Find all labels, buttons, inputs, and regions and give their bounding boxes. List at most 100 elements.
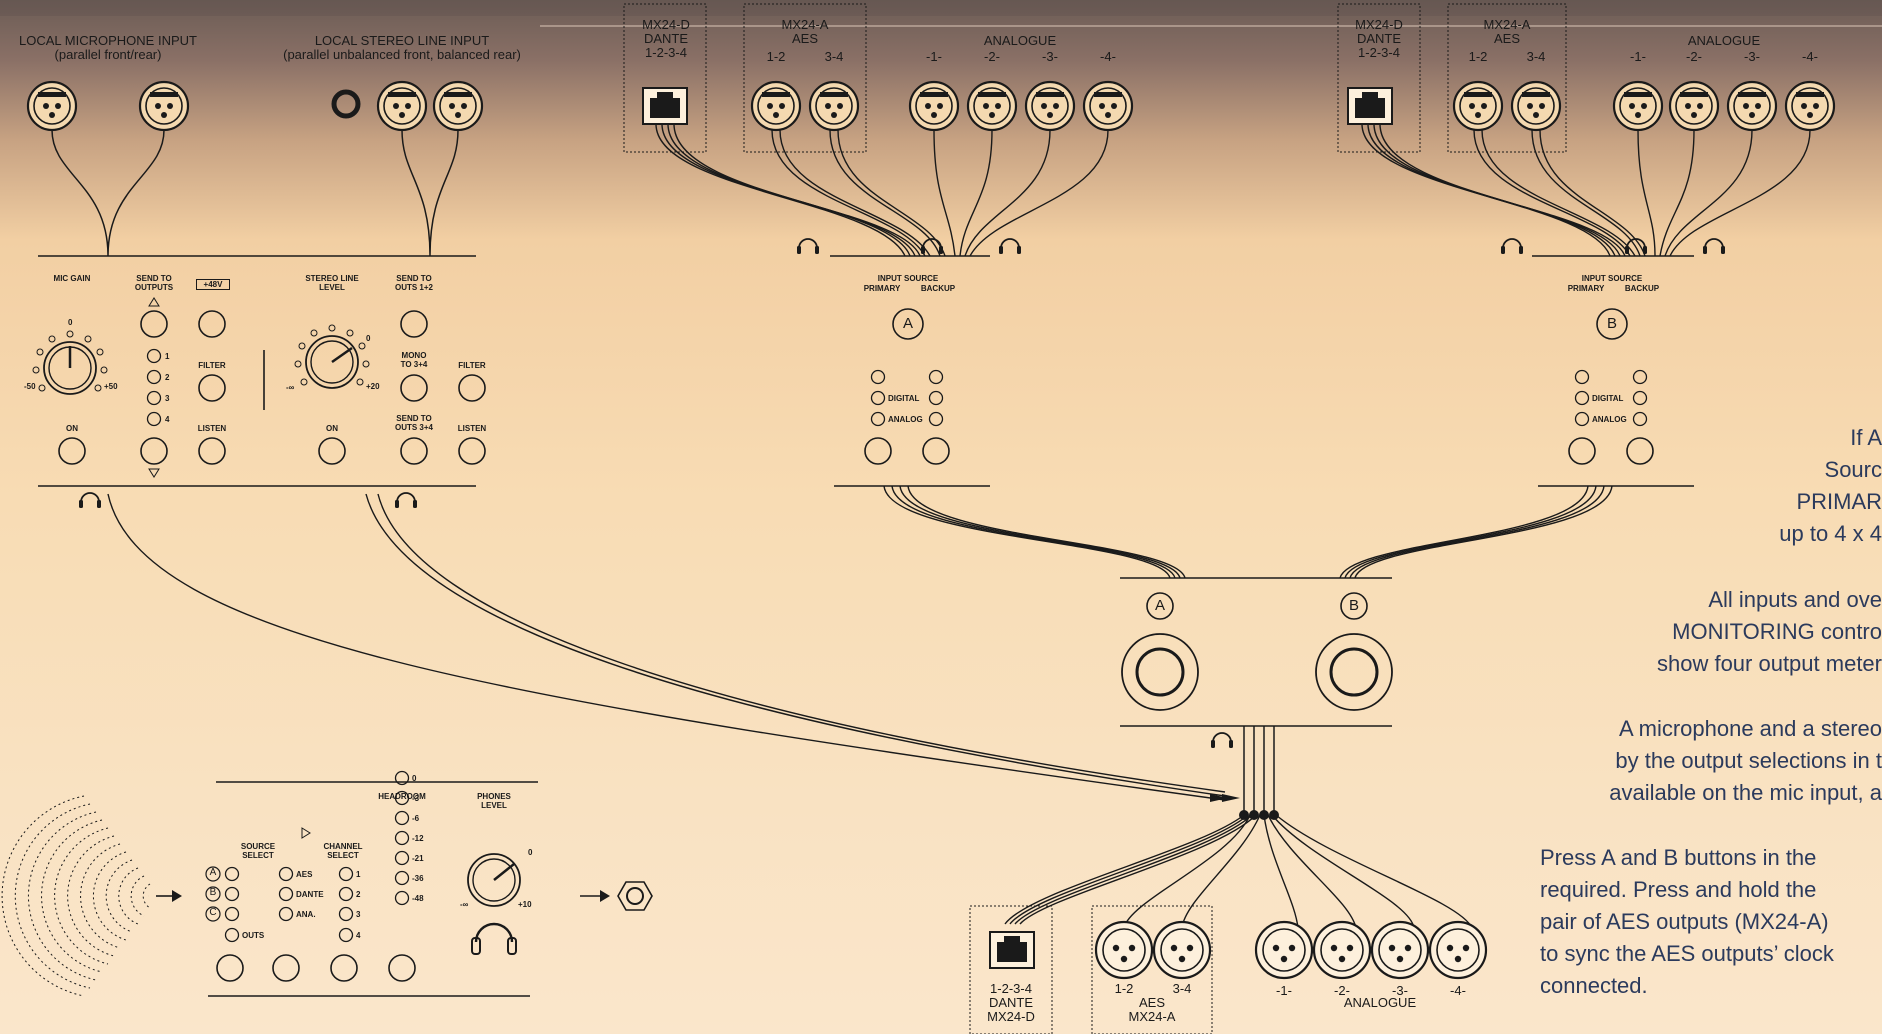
input-arrow-icon <box>156 890 182 902</box>
headphone-a-1-icon <box>796 238 820 255</box>
source-letter-c: C <box>209 907 217 918</box>
send-to-outs-1-2-button[interactable] <box>400 310 428 338</box>
outs-led <box>224 927 240 943</box>
input-source-b-select[interactable] <box>1596 308 1628 340</box>
line-level-min-label: -∞ <box>286 383 295 392</box>
aes-output-label: AES MX24-A <box>1128 995 1176 1024</box>
phones-level-label: PHONES LEVEL <box>477 792 511 810</box>
analogue-b-2-connector <box>1668 80 1720 132</box>
mic-gain-min-label: -50 <box>24 382 36 391</box>
output-arrow-icon <box>580 890 610 902</box>
source-b-digital-led <box>1574 390 1590 406</box>
source-b-backup-button[interactable] <box>1626 437 1654 465</box>
phones-min-label: -∞ <box>460 900 469 909</box>
format-aes-label: AES <box>296 870 313 879</box>
out-number-2: 2 <box>165 373 170 382</box>
format-analogue-label: ANA. <box>296 910 316 919</box>
channel-2-led <box>338 886 354 902</box>
phones-level-knob[interactable] <box>467 853 521 907</box>
monitor-a-button[interactable] <box>1121 633 1199 711</box>
stereo-line-level-knob[interactable] <box>305 335 359 389</box>
output-4-led <box>146 411 162 427</box>
headroom-button[interactable] <box>388 954 416 982</box>
input-source-a-backup-label: BACKUP <box>920 284 956 293</box>
phones-headphone-icon <box>471 922 517 955</box>
phones-max-label: +10 <box>518 900 532 909</box>
mic-gain-max-label: +50 <box>104 382 118 391</box>
mic-listen-button[interactable] <box>198 437 226 465</box>
source-select-label: SOURCE SELECT <box>240 842 276 860</box>
input-source-a-select[interactable] <box>892 308 924 340</box>
mono-to-3-4-button[interactable] <box>400 374 428 402</box>
headroom-6-led <box>394 810 410 826</box>
outs-label: OUTS <box>242 931 265 940</box>
analogue-output-port-1-label: -1- <box>1276 983 1292 998</box>
headroom-value-0: 0 <box>412 774 417 783</box>
source-c-led <box>224 906 240 922</box>
source-b-digital-backup-led <box>1632 390 1648 406</box>
mic-gain-knob[interactable] <box>43 341 97 395</box>
stereo-listen-button[interactable] <box>458 437 486 465</box>
mic-filter-button[interactable] <box>198 374 226 402</box>
monitor-b-button[interactable] <box>1315 633 1393 711</box>
headphone-a-3-icon <box>998 238 1022 255</box>
group-b-dante-title: MX24-D DANTE 1-2-3-4 <box>1355 17 1403 60</box>
input-source-a-title: INPUT SOURCE <box>877 274 939 283</box>
aes-output-1-2-connector <box>1094 920 1154 980</box>
mic-xlr-front-connector <box>26 80 78 132</box>
group-b-analogue-port-4: -4- <box>1802 49 1818 64</box>
analogue-a-2-connector <box>966 80 1018 132</box>
input-source-b-primary-label: PRIMARY <box>1567 284 1605 293</box>
headphone-b-3-icon <box>1702 238 1726 255</box>
stereo-filter-button[interactable] <box>458 374 486 402</box>
group-a-aes-port-1: 1-2 <box>766 49 786 64</box>
aes-output-3-4-connector <box>1152 920 1212 980</box>
output-2-led <box>146 369 162 385</box>
source-b-led <box>224 886 240 902</box>
headroom-value-5: -36 <box>412 874 424 883</box>
source-select-button[interactable] <box>216 954 244 982</box>
stereo-filter-label: FILTER <box>458 361 486 370</box>
dante-format-led <box>278 886 294 902</box>
source-a-digital-led <box>870 390 886 406</box>
headroom-36-led <box>394 870 410 886</box>
channel-4-label: 4 <box>356 931 361 940</box>
group-a-aes-title: MX24-A AES <box>781 17 829 46</box>
analogue-output-port-4-label: -4- <box>1450 983 1466 998</box>
stereo-jack-connector <box>331 89 361 119</box>
source-a-backup-button[interactable] <box>922 437 950 465</box>
send-to-outs-3-4-button[interactable] <box>400 437 428 465</box>
phantom-48v-button[interactable] <box>198 310 226 338</box>
source-a-analog-led <box>870 411 886 427</box>
mic-filter-label: FILTER <box>198 361 226 370</box>
analogue-output-port-2-label: -2- <box>1334 983 1350 998</box>
headroom-value-4: -21 <box>412 854 424 863</box>
mono-to-3-4-label: MONO TO 3+4 <box>400 351 428 369</box>
mic-listen-headphone-icon <box>78 492 102 509</box>
headphone-b-1-icon <box>1500 238 1524 255</box>
aes-b-3-4-connector <box>1510 80 1562 132</box>
format-select-button[interactable] <box>272 954 300 982</box>
analogue-a-3-connector <box>1024 80 1076 132</box>
source-a-analog-backup-led <box>928 411 944 427</box>
channel-1-label: 1 <box>356 870 361 879</box>
analogue-b-1-connector <box>1612 80 1664 132</box>
stereo-on-button[interactable] <box>318 437 346 465</box>
source-b-primary-button[interactable] <box>1568 437 1596 465</box>
channel-select-button[interactable] <box>330 954 358 982</box>
analogue-format-led <box>278 906 294 922</box>
send-to-outputs-down-button[interactable] <box>140 437 168 465</box>
group-b-aes-port-2: 3-4 <box>1526 49 1546 64</box>
stereo-listen-headphone-icon <box>394 492 418 509</box>
send-to-outs-3-4-label: SEND TO OUTS 3+4 <box>394 414 433 432</box>
group-b-aes-port-1: 1-2 <box>1468 49 1488 64</box>
mic-on-button[interactable] <box>58 437 86 465</box>
source-a-digital-label: DIGITAL <box>888 394 920 403</box>
source-a-primary-button[interactable] <box>864 437 892 465</box>
mic-listen-label: LISTEN <box>197 424 227 433</box>
send-to-outputs-up-button[interactable] <box>140 310 168 338</box>
dante-output-label: 1-2-3-4 DANTE MX24-D <box>987 981 1035 1024</box>
input-source-b-title: INPUT SOURCE <box>1581 274 1643 283</box>
